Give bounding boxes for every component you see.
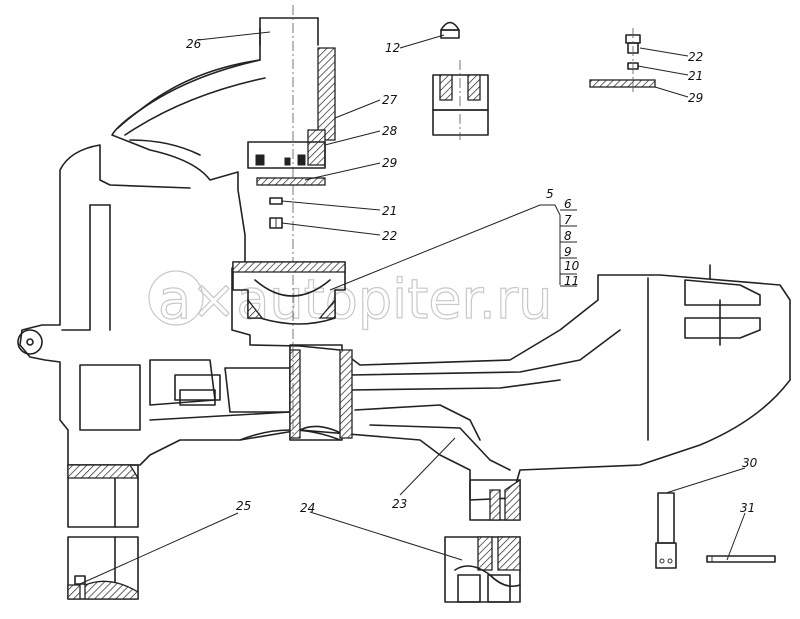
callout-21-top: 21	[688, 69, 703, 83]
callout-31: 31	[740, 501, 755, 515]
callout-22-centre: 22	[382, 229, 397, 243]
detail-12	[432, 21, 489, 140]
callout-25: 25	[236, 499, 251, 513]
callout-21-centre: 21	[382, 204, 397, 218]
frame-body	[17, 17, 791, 501]
callout-8: 8	[564, 229, 572, 243]
detail-22-21-29	[589, 28, 656, 95]
centre-bore	[289, 5, 353, 441]
block-24	[444, 478, 521, 603]
callout-6: 6	[564, 197, 572, 211]
block-25	[67, 464, 140, 600]
callout-24: 24	[300, 501, 315, 515]
rod-31	[706, 555, 776, 563]
watermark: a×autopiter.ru	[148, 267, 553, 332]
callout-22-top: 22	[688, 50, 703, 64]
washer-29-centre	[256, 177, 326, 186]
callout-9: 9	[564, 245, 572, 259]
leader-lines	[79, 31, 746, 585]
callout-23: 23	[392, 497, 407, 511]
screw-centre	[269, 197, 283, 229]
bearing-cup	[232, 261, 346, 325]
callout-12: 12	[385, 41, 400, 55]
callout-30: 30	[742, 456, 758, 470]
callout-28: 28	[382, 124, 398, 138]
callout-11: 11	[564, 274, 579, 288]
callout-27: 27	[382, 93, 398, 107]
callout-29-top: 29	[688, 91, 703, 105]
callout-10: 10	[564, 259, 580, 273]
watermark-text: a×autopiter.ru	[158, 268, 552, 331]
callout-29-centre: 29	[382, 156, 397, 170]
callout-7: 7	[564, 213, 572, 227]
callout-5: 5	[546, 187, 554, 201]
column-liner	[247, 47, 336, 169]
pin-30	[655, 492, 677, 569]
callout-26: 26	[186, 37, 202, 51]
callout-labels: 26 12 22 21 29 27 28 29 21 22 5 6 7 8 9 …	[186, 37, 758, 515]
